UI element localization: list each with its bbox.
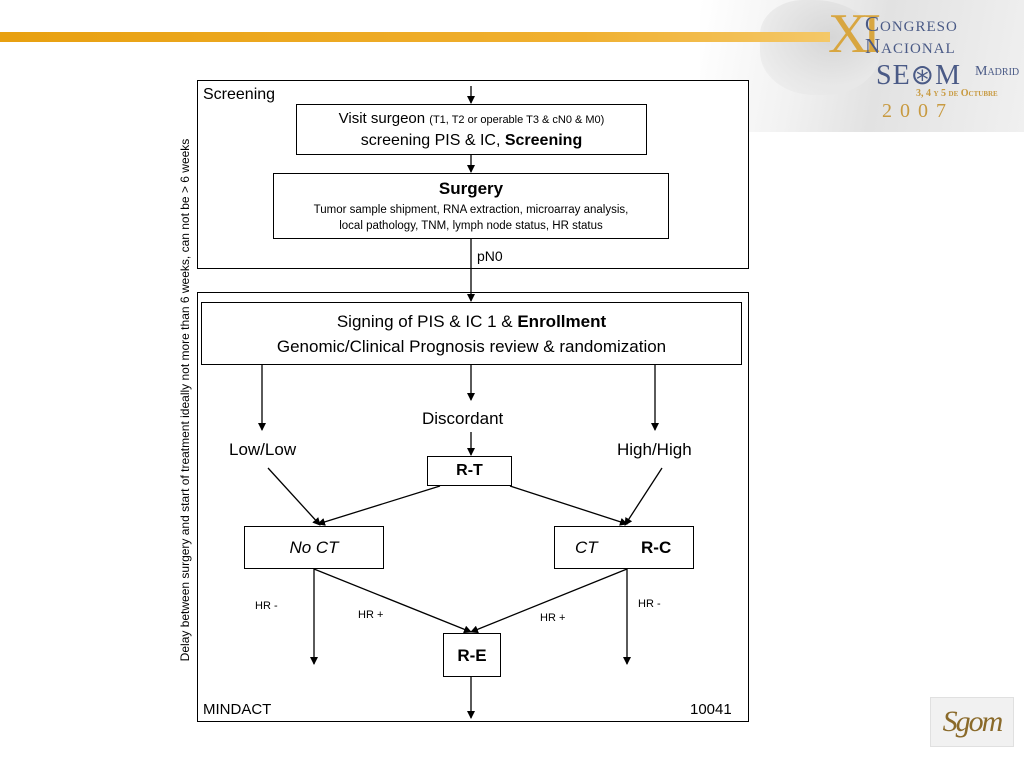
rc-label: R-C bbox=[641, 538, 672, 557]
arrow-noct-hr-plus bbox=[313, 568, 472, 634]
hr-plus-right-label: HR + bbox=[540, 612, 566, 624]
seom-logo-city: Madrid bbox=[975, 64, 1020, 79]
ct-rc-box: CT R-C bbox=[554, 526, 694, 569]
rt-box-label: R-T bbox=[456, 462, 483, 479]
enrollment-line1: Signing of PIS & IC 1 & Enrollment bbox=[202, 312, 741, 332]
surgery-box: Surgery Tumor sample shipment, RNA extra… bbox=[273, 173, 669, 239]
surgery-detail-line2: local pathology, TNM, lymph node status,… bbox=[339, 220, 603, 232]
screening-section-label: Screening bbox=[203, 86, 276, 103]
enrollment-line1-prefix: Signing of PIS & IC 1 & bbox=[336, 312, 513, 331]
diagram-code-label: 10041 bbox=[690, 701, 732, 718]
arrow-lowlow-to-noct bbox=[267, 467, 321, 526]
enrollment-line2: Genomic/Clinical Prognosis review & rand… bbox=[276, 337, 667, 356]
seom-logo-city-text: adrid bbox=[987, 64, 1020, 79]
congress-logo-line1: Congreso bbox=[865, 12, 958, 36]
arrow-highhigh-to-ct bbox=[624, 467, 663, 526]
visit-surgeon-screening-prefix: screening PIS & IC, bbox=[360, 132, 501, 149]
congress-logo-line2: Nacional bbox=[865, 34, 956, 58]
pn0-label: pN0 bbox=[477, 248, 503, 264]
enrollment-box: Signing of PIS & IC 1 & Enrollment Genom… bbox=[201, 302, 742, 365]
low-low-label: Low/Low bbox=[229, 440, 297, 459]
seom-logo: SE⊛M bbox=[876, 60, 962, 91]
hr-minus-right-label: HR - bbox=[638, 598, 661, 610]
discordant-label: Discordant bbox=[422, 409, 504, 428]
header-logo-background bbox=[700, 0, 1024, 132]
decorative-silhouette-image bbox=[760, 0, 880, 95]
mindact-label: MINDACT bbox=[203, 701, 272, 718]
visit-surgeon-screening-bold: Screening bbox=[504, 132, 583, 149]
congress-logo-numeral: XI bbox=[828, 3, 881, 65]
re-box-label: R-E bbox=[457, 646, 487, 665]
no-ct-box: No CT bbox=[244, 526, 384, 569]
congress-dates: 3, 4 y 5 de Octubre bbox=[916, 88, 998, 99]
surgery-detail-line1: Tumor sample shipment, RNA extraction, m… bbox=[313, 204, 629, 216]
visit-surgeon-main: Visit surgeon bbox=[338, 110, 426, 127]
surgery-title: Surgery bbox=[438, 179, 504, 198]
arrow-ct-hr-plus bbox=[470, 568, 628, 634]
re-randomization-box: R-E bbox=[443, 633, 501, 677]
arrow-rt-to-noct bbox=[317, 485, 441, 526]
no-ct-label: No CT bbox=[289, 538, 339, 557]
congress-year: 2007 bbox=[882, 100, 954, 122]
hr-plus-left-label: HR + bbox=[358, 609, 384, 621]
hr-minus-left-label: HR - bbox=[255, 600, 278, 612]
rt-randomization-box: R-T bbox=[427, 456, 512, 486]
high-high-label: High/High bbox=[617, 440, 692, 459]
visit-surgeon-box: Visit surgeon (T1, T2 or operable T3 & c… bbox=[296, 104, 647, 155]
arrow-rt-to-ct bbox=[509, 485, 628, 526]
ct-label: CT bbox=[575, 538, 598, 557]
visit-surgeon-criteria: (T1, T2 or operable T3 & cN0 & M0) bbox=[429, 114, 605, 126]
sgom-corner-logo: Sgom bbox=[930, 697, 1014, 747]
header-accent-bar bbox=[0, 32, 830, 42]
enrollment-line1-bold: Enrollment bbox=[517, 312, 607, 331]
visit-surgeon-line2: screening PIS & IC, Screening bbox=[297, 132, 646, 150]
visit-surgeon-line1: Visit surgeon (T1, T2 or operable T3 & c… bbox=[297, 110, 646, 127]
